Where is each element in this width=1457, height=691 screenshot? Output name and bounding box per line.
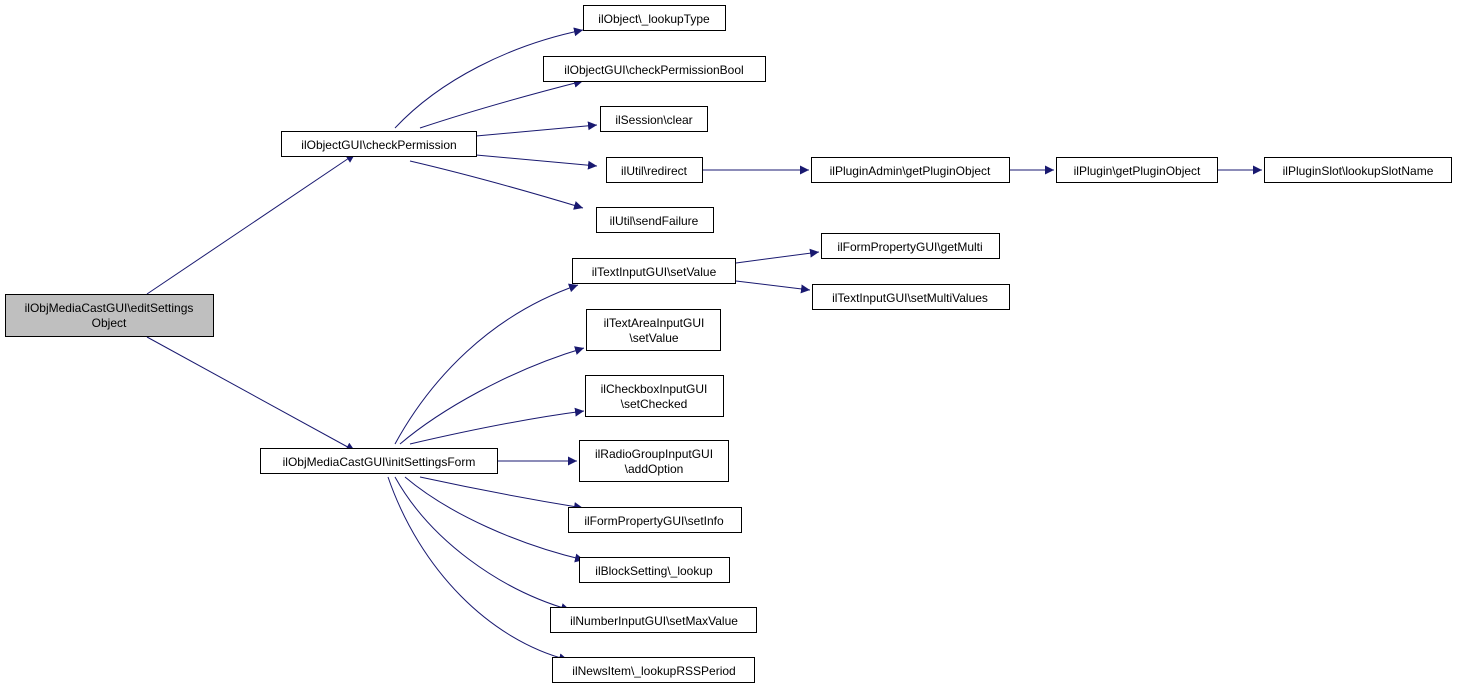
node-plugin-slot-lookup-slot-name[interactable]: ilPluginSlot\lookupSlotName xyxy=(1264,157,1452,183)
edge-check-permission-to-check-permission-bool xyxy=(419,78,584,129)
edge-init-form-to-text-input-set-value xyxy=(394,283,579,445)
edge-init-form-to-set-info xyxy=(419,476,584,511)
node-label: ilTextAreaInputGUI xyxy=(604,316,705,330)
node-label: \addOption xyxy=(625,462,684,476)
edge-check-permission-to-util-send-failure xyxy=(409,160,584,210)
node-check-permission[interactable]: ilObjectGUI\checkPermission xyxy=(281,131,477,157)
node-label: ilNumberInputGUI\setMaxValue xyxy=(570,614,738,628)
node-text-area-set-value[interactable]: ilTextAreaInputGUI \setValue xyxy=(586,309,721,351)
node-label: ilBlockSetting\_lookup xyxy=(595,564,713,578)
node-label: ilObjectGUI\checkPermission xyxy=(301,138,456,152)
node-label: ilUtil\redirect xyxy=(621,164,688,178)
node-lookup-type[interactable]: ilObject\_lookupType xyxy=(583,5,726,31)
node-radio-group-add-option[interactable]: ilRadioGroupInputGUI \addOption xyxy=(579,440,729,482)
edge-check-permission-to-session-clear xyxy=(475,121,598,137)
node-label: ilRadioGroupInputGUI xyxy=(595,447,713,461)
node-block-setting-lookup[interactable]: ilBlockSetting\_lookup xyxy=(579,557,730,583)
edges xyxy=(146,27,1262,663)
edge-root-to-init-settings-form xyxy=(146,336,356,452)
edge-text-input-to-set-multi-values xyxy=(735,280,811,294)
edge-text-input-to-get-multi xyxy=(735,248,820,264)
node-checkbox-set-checked[interactable]: ilCheckboxInputGUI \setChecked xyxy=(585,375,724,417)
node-label: \setValue xyxy=(629,331,678,345)
node-number-input-set-max-value[interactable]: ilNumberInputGUI\setMaxValue xyxy=(550,607,757,633)
edge-init-form-to-checkbox xyxy=(409,407,585,445)
node-util-redirect[interactable]: ilUtil\redirect xyxy=(606,157,703,183)
edge-check-permission-to-util-redirect xyxy=(475,154,598,170)
nodes: ilObjMediaCastGUI\editSettings Object il… xyxy=(5,5,1452,683)
edge-init-form-to-text-area-set-value xyxy=(399,346,585,445)
node-label: ilSession\clear xyxy=(615,113,692,127)
node-session-clear[interactable]: ilSession\clear xyxy=(600,106,708,132)
node-label: ilTextInputGUI\setMultiValues xyxy=(832,291,988,305)
node-check-permission-bool[interactable]: ilObjectGUI\checkPermissionBool xyxy=(543,56,766,82)
node-label: ilObjMediaCastGUI\initSettingsForm xyxy=(283,455,476,469)
node-text-input-set-multi-values[interactable]: ilTextInputGUI\setMultiValues xyxy=(812,284,1010,310)
node-label: ilFormPropertyGUI\getMulti xyxy=(837,240,982,254)
node-label: ilTextInputGUI\setValue xyxy=(592,265,717,279)
node-label: Object xyxy=(92,316,127,330)
node-label: \setChecked xyxy=(621,397,688,411)
node-util-send-failure[interactable]: ilUtil\sendFailure xyxy=(596,207,714,233)
node-label: ilPlugin\getPluginObject xyxy=(1074,164,1201,178)
node-label: ilObjectGUI\checkPermissionBool xyxy=(564,63,743,77)
node-label: ilPluginSlot\lookupSlotName xyxy=(1283,164,1434,178)
node-plugin-get-plugin-object[interactable]: ilPlugin\getPluginObject xyxy=(1056,157,1218,183)
node-label: ilFormPropertyGUI\setInfo xyxy=(584,514,724,528)
edge-root-to-check-permission xyxy=(146,153,356,295)
node-root[interactable]: ilObjMediaCastGUI\editSettings Object xyxy=(5,294,214,337)
node-plugin-admin-get-plugin-object[interactable]: ilPluginAdmin\getPluginObject xyxy=(811,157,1010,183)
edge-check-permission-to-lookup-type xyxy=(394,27,584,129)
node-label: ilPluginAdmin\getPluginObject xyxy=(830,164,991,178)
node-label: ilUtil\sendFailure xyxy=(610,214,699,228)
node-label: ilObject\_lookupType xyxy=(598,12,710,26)
node-init-settings-form[interactable]: ilObjMediaCastGUI\initSettingsForm xyxy=(260,448,498,474)
node-label: ilCheckboxInputGUI xyxy=(601,382,708,396)
node-form-property-set-info[interactable]: ilFormPropertyGUI\setInfo xyxy=(568,507,742,533)
node-text-input-set-value[interactable]: ilTextInputGUI\setValue xyxy=(572,258,736,284)
node-label: ilObjMediaCastGUI\editSettings xyxy=(25,301,194,315)
edge-init-form-to-number-input xyxy=(394,476,571,612)
node-form-property-get-multi[interactable]: ilFormPropertyGUI\getMulti xyxy=(821,233,1000,259)
edge-init-form-to-news-item xyxy=(387,476,569,663)
node-label: ilNewsItem\_lookupRSSPeriod xyxy=(572,664,735,678)
node-news-item-lookup-rss-period[interactable]: ilNewsItem\_lookupRSSPeriod xyxy=(552,657,755,683)
edge-init-form-to-block-setting xyxy=(404,476,585,563)
